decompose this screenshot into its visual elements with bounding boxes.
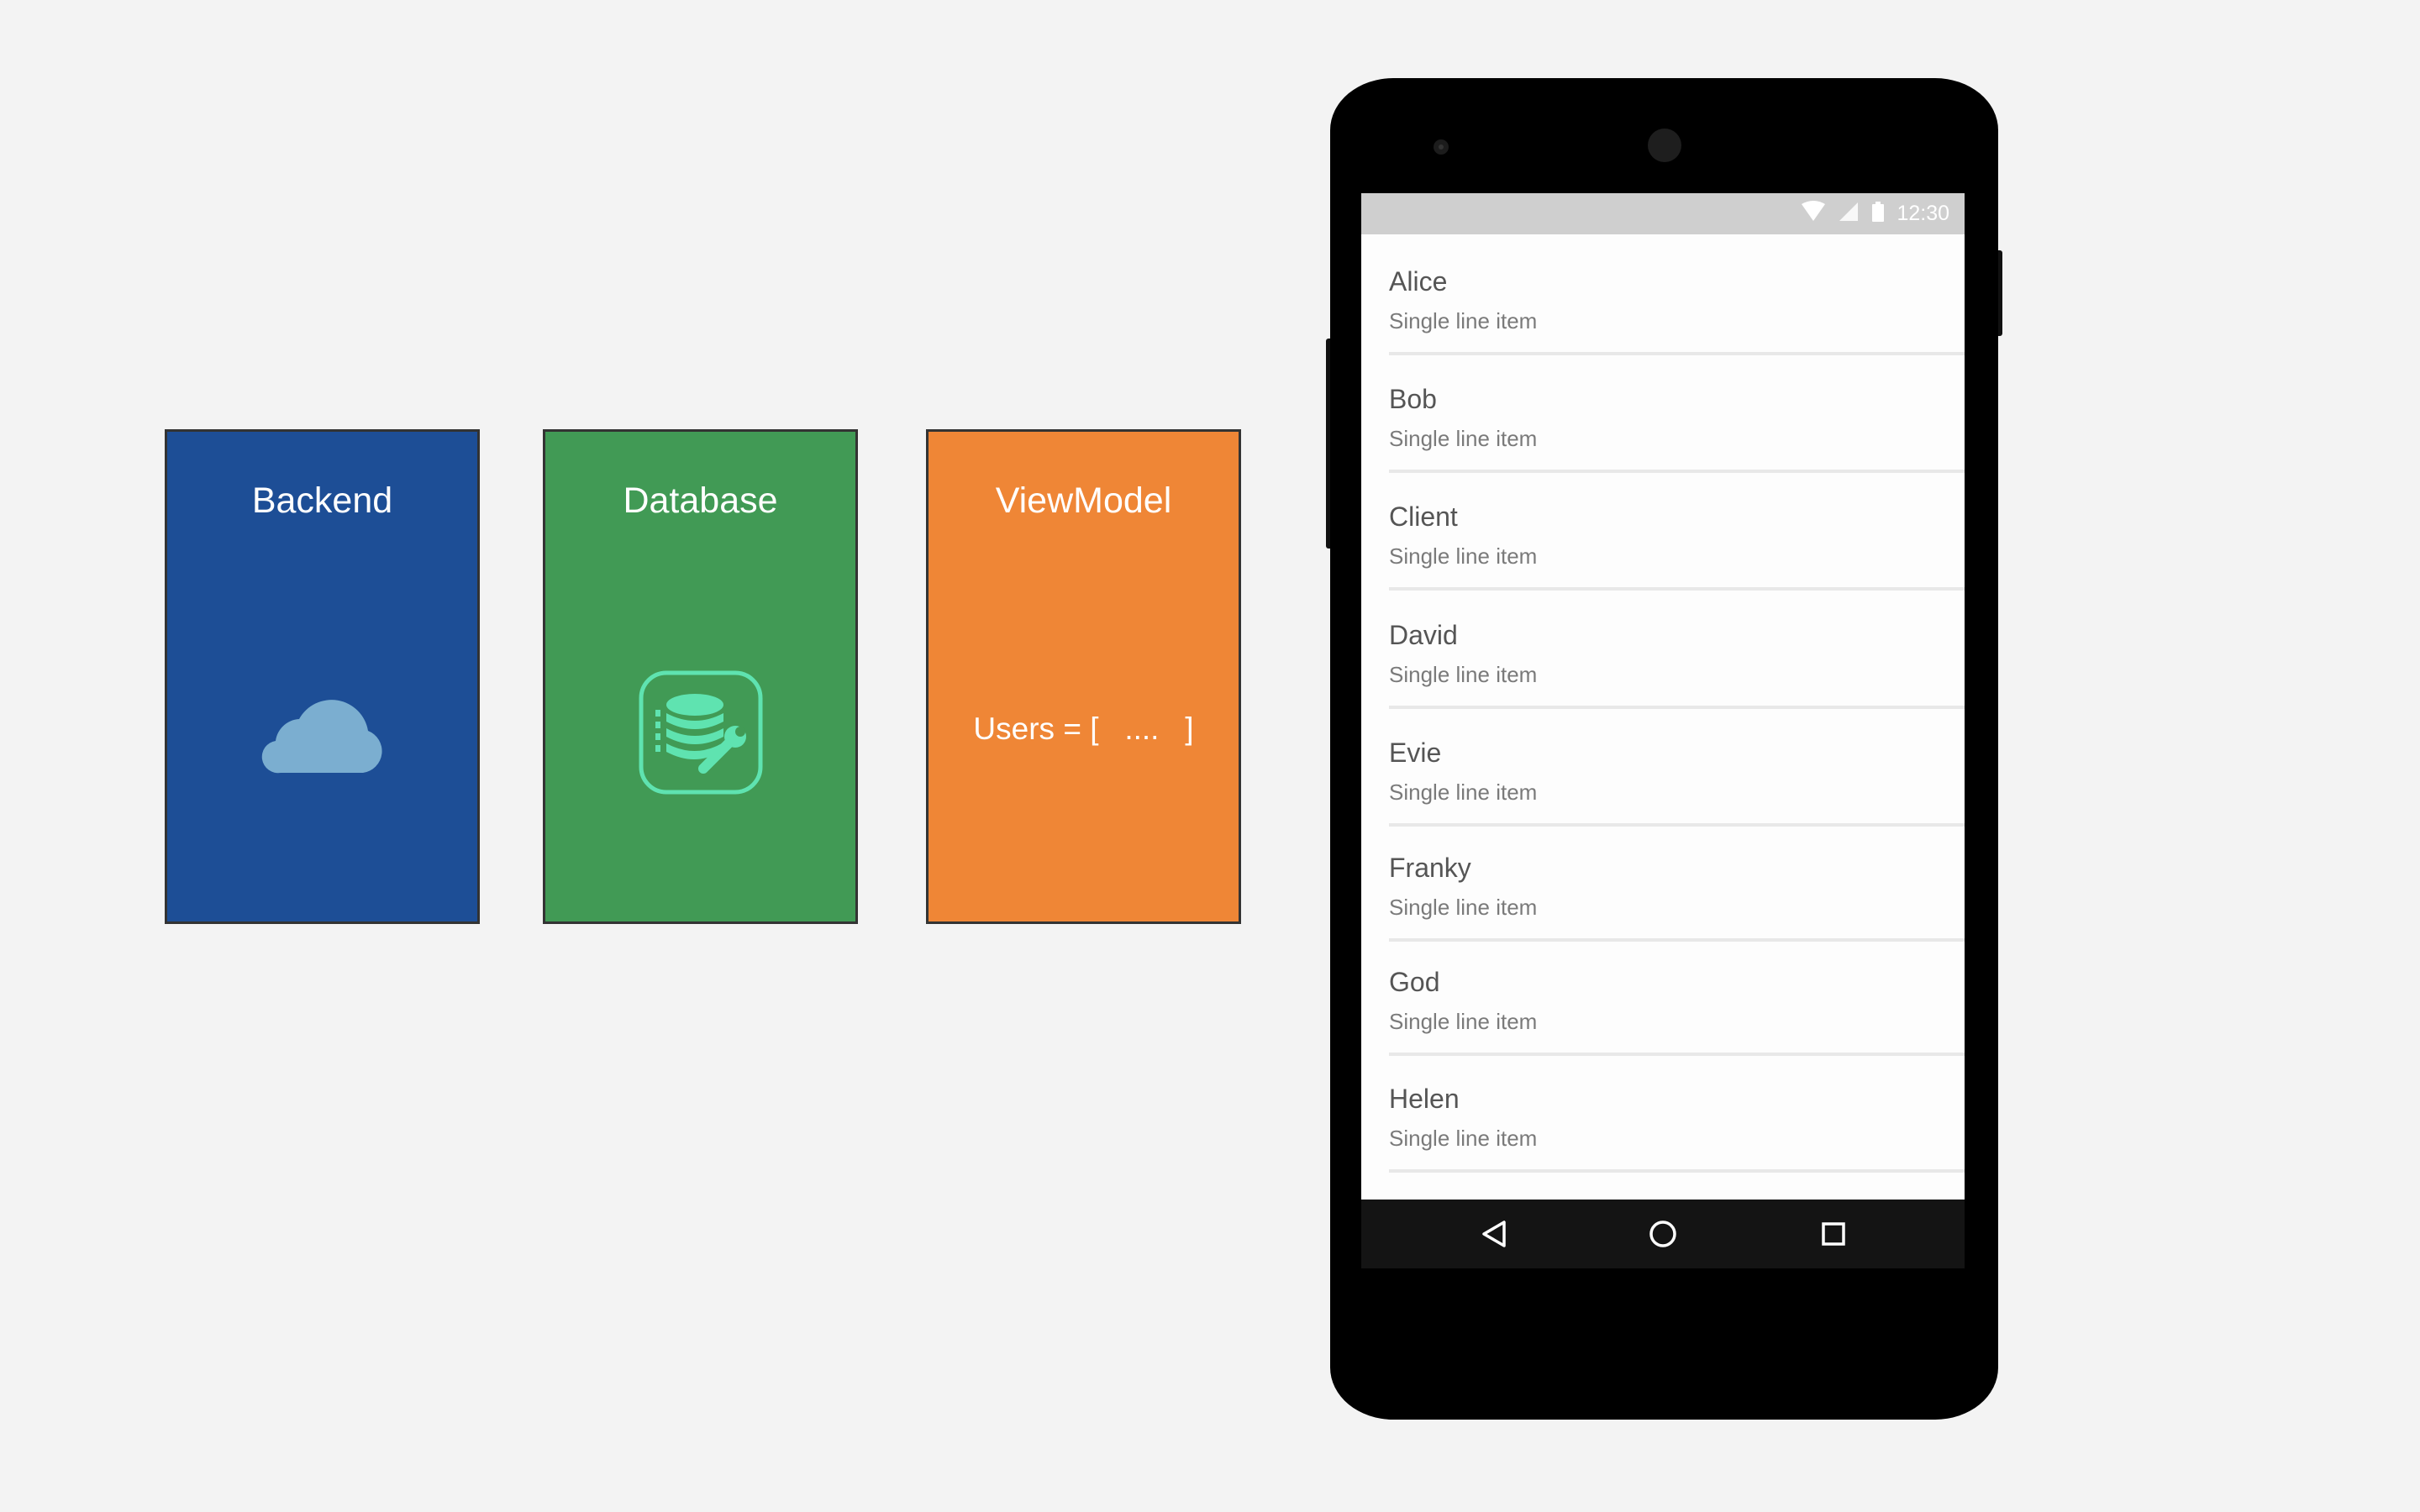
database-card: Database bbox=[543, 429, 858, 924]
status-bar: 12:30 bbox=[1361, 193, 1965, 234]
list-item[interactable]: Bob Single line item bbox=[1361, 355, 1965, 473]
backend-title: Backend bbox=[251, 480, 393, 521]
wifi-icon bbox=[1801, 201, 1826, 227]
phone-screen: 12:30 Alice Single line item Bob Single … bbox=[1361, 193, 1965, 1268]
list-divider bbox=[1389, 1169, 1965, 1173]
viewmodel-card: ViewModel Users = [ .... ] bbox=[926, 429, 1241, 924]
list-item-name: Alice bbox=[1389, 266, 1448, 297]
list-item-subtitle: Single line item bbox=[1389, 1009, 1538, 1034]
list-item[interactable]: Client Single line item bbox=[1361, 473, 1965, 591]
list-divider bbox=[1389, 1053, 1965, 1056]
list-divider bbox=[1389, 587, 1965, 591]
list-item-name: Evie bbox=[1389, 738, 1442, 768]
battery-icon bbox=[1871, 201, 1885, 227]
list-divider bbox=[1389, 706, 1965, 709]
list-divider bbox=[1389, 823, 1965, 827]
phone-volume-button bbox=[1326, 339, 1333, 549]
database-title: Database bbox=[623, 480, 778, 521]
home-icon[interactable] bbox=[1642, 1213, 1684, 1255]
backend-card: Backend bbox=[165, 429, 480, 924]
list-item[interactable]: God Single line item bbox=[1361, 938, 1965, 1056]
list-item-name: Helen bbox=[1389, 1084, 1460, 1114]
list-item-name: Bob bbox=[1389, 384, 1437, 414]
list-item[interactable]: Helen Single line item bbox=[1361, 1055, 1965, 1173]
signal-icon bbox=[1838, 201, 1860, 227]
recents-icon[interactable] bbox=[1812, 1213, 1854, 1255]
list-item[interactable]: Franky Single line item bbox=[1361, 824, 1965, 942]
list-item-name: Client bbox=[1389, 501, 1458, 532]
status-time: 12:30 bbox=[1897, 202, 1949, 225]
list-item[interactable]: David Single line item bbox=[1361, 591, 1965, 709]
list-divider bbox=[1389, 938, 1965, 942]
list-item-subtitle: Single line item bbox=[1389, 1126, 1538, 1151]
database-wrench-icon bbox=[638, 669, 764, 800]
phone-sensor bbox=[1434, 139, 1449, 155]
phone-power-button bbox=[1996, 250, 2002, 336]
list-divider bbox=[1389, 470, 1965, 473]
list-item-subtitle: Single line item bbox=[1389, 780, 1538, 805]
list-item-subtitle: Single line item bbox=[1389, 662, 1538, 687]
list-divider bbox=[1389, 352, 1965, 355]
list-item-subtitle: Single line item bbox=[1389, 895, 1538, 920]
list-item-subtitle: Single line item bbox=[1389, 426, 1538, 451]
list-item-name: God bbox=[1389, 967, 1440, 997]
phone-camera bbox=[1648, 129, 1681, 162]
cloud-icon bbox=[255, 690, 390, 779]
users-list-code: Users = [ .... ] bbox=[973, 711, 1194, 746]
list-item-name: Franky bbox=[1389, 853, 1471, 883]
viewmodel-title: ViewModel bbox=[995, 480, 1172, 521]
user-list[interactable]: Alice Single line item Bob Single line i… bbox=[1361, 234, 1965, 1173]
list-item-subtitle: Single line item bbox=[1389, 308, 1538, 333]
nav-bar bbox=[1361, 1200, 1965, 1268]
list-item[interactable]: Evie Single line item bbox=[1361, 709, 1965, 827]
back-icon[interactable] bbox=[1473, 1213, 1515, 1255]
list-item-subtitle: Single line item bbox=[1389, 543, 1538, 569]
list-item-name: David bbox=[1389, 620, 1458, 650]
list-item[interactable]: Alice Single line item bbox=[1361, 238, 1965, 355]
